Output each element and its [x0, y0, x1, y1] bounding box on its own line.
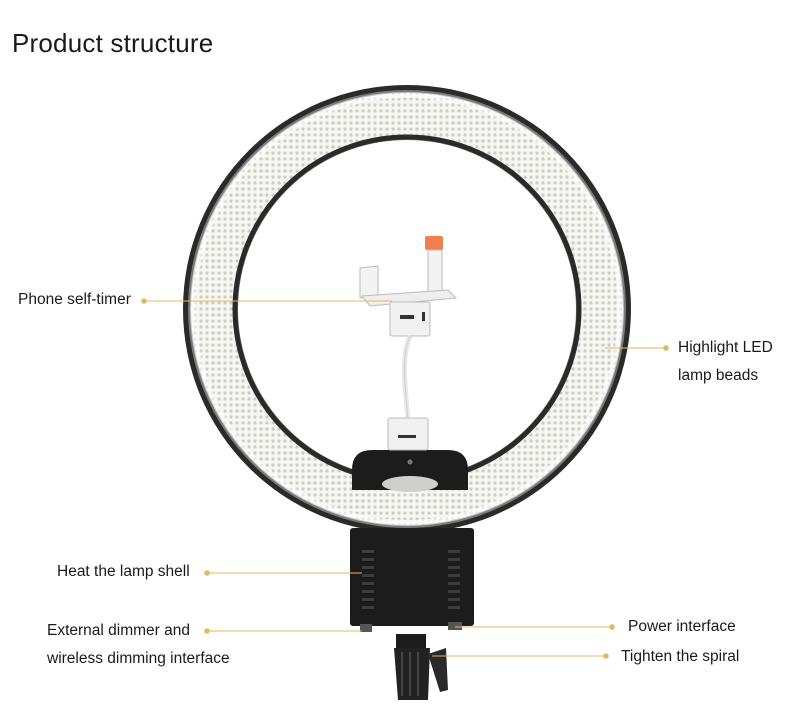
timer-switch: [422, 312, 425, 321]
heat-lamp-shell: [350, 528, 474, 626]
callout-highlight-led: [605, 345, 669, 351]
label-external-dimmer: External dimmer and wireless dimming int…: [47, 617, 230, 673]
timer-button: [400, 315, 414, 319]
vent-slots-left: [362, 550, 374, 609]
external-dimmer-port: [360, 624, 372, 632]
housing-ring-joint: [382, 476, 438, 492]
phone-clip-left: [359, 265, 379, 299]
label-line: Heat the lamp shell: [57, 563, 190, 580]
label-line: Highlight LED: [678, 339, 773, 356]
label-line: Tighten the spiral: [621, 648, 740, 665]
spiral-knob-ridges: [401, 652, 419, 696]
label-phone-self-timer: Phone self-timer: [18, 286, 131, 314]
callout-phone-self-timer: [141, 298, 392, 304]
spiral-knob: [394, 648, 430, 700]
label-line: wireless dimming interface: [47, 650, 230, 667]
label-line: Power interface: [628, 618, 736, 635]
label-highlight-led: Highlight LED lamp beads: [678, 334, 773, 390]
label-power-interface: Power interface: [628, 613, 736, 641]
housing-top: [352, 450, 468, 490]
label-line: lamp beads: [678, 367, 759, 384]
phone-clip-tab: [425, 236, 443, 250]
stand-mount: [396, 634, 426, 648]
phone-clip-right: [427, 249, 443, 295]
label-line: External dimmer and: [47, 622, 191, 639]
gooseneck-arm-edge: [403, 335, 411, 423]
power-interface-port: [448, 622, 462, 630]
arm-mount-block: [387, 417, 429, 451]
callout-power-interface: [455, 624, 615, 630]
arm-mount-slot: [398, 435, 416, 438]
tightening-lever: [428, 648, 448, 692]
vent-slots-right: [448, 550, 460, 609]
page-title: Product structure: [12, 28, 214, 58]
callout-tighten-spiral: [432, 653, 609, 659]
phone-clip-base: [361, 289, 458, 307]
callout-external-dimmer: [204, 628, 362, 634]
housing-top-screw: [407, 459, 413, 465]
label-tighten-spiral: Tighten the spiral: [621, 643, 739, 671]
label-line: Phone self-timer: [18, 291, 131, 308]
led-ring-sheen: [190, 92, 624, 526]
label-heat-lamp-shell: Heat the lamp shell: [57, 558, 190, 586]
callout-heat-lamp-shell: [204, 570, 362, 576]
